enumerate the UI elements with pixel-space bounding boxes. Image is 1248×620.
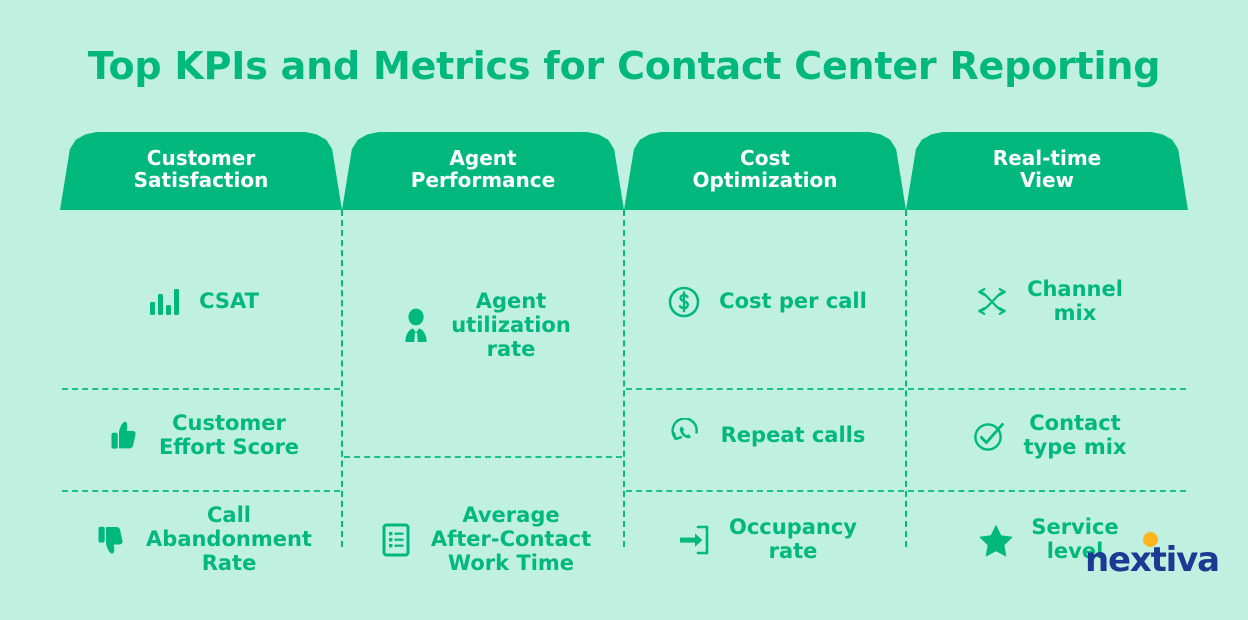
row-divider (626, 490, 904, 492)
thumbs-down-icon (90, 519, 132, 561)
row-divider (908, 490, 1186, 492)
kpi-item-call-abandonment-rate[interactable]: Call Abandonment Rate (60, 498, 342, 582)
kpi-item-label: Occupancy rate (729, 515, 857, 563)
kpi-column-customer-satisfaction: Customer Satisfaction CSAT (60, 132, 343, 575)
column-header-label: Customer Satisfaction (133, 145, 269, 192)
kpi-item-label: Cost per call (719, 289, 867, 314)
kpi-item-label: Channel mix (1027, 277, 1123, 325)
four-way-arrows-icon (971, 281, 1013, 323)
kpi-item-label: Customer Effort Score (158, 411, 300, 459)
column-body-cost-optimization: Cost per call Repeat calls (623, 210, 907, 563)
kpi-item-service-level[interactable]: Service level (906, 508, 1188, 572)
kpi-item-label: CSAT (199, 289, 259, 314)
kpi-columns: Customer Satisfaction CSAT (60, 132, 1188, 575)
column-body-agent-performance: Agent utilization rate (341, 210, 625, 575)
kpi-column-real-time-view: Real-time View Chan (905, 132, 1188, 563)
row-divider (62, 388, 340, 390)
column-divider-vertical (341, 210, 343, 547)
kpi-item-label: Call Abandonment Rate (146, 503, 312, 575)
row-divider (908, 388, 1186, 390)
column-header-real-time-view[interactable]: Real-time View (906, 132, 1188, 210)
kpi-item-label: Repeat calls (720, 423, 866, 448)
page-title: Top KPIs and Metrics for Contact Center … (87, 44, 1161, 88)
kpi-item-csat[interactable]: CSAT (60, 276, 342, 328)
column-header-label: Agent Performance (410, 145, 556, 192)
nextiva-logo[interactable]: nextiva (1085, 530, 1220, 580)
row-divider (626, 388, 904, 390)
document-list-icon (375, 519, 417, 561)
row-divider (344, 456, 622, 458)
kpi-item-occupancy-rate[interactable]: Occupancy rate (624, 508, 906, 572)
column-header-agent-performance[interactable]: Agent Performance (342, 132, 624, 210)
kpi-item-average-after-contact-work-time[interactable]: Average After-Contact Work Time (342, 498, 624, 582)
phone-repeat-icon (665, 415, 707, 457)
orange-dot-icon (1143, 532, 1158, 547)
star-icon (975, 519, 1017, 561)
column-header-cost-optimization[interactable]: Cost Optimization (624, 132, 906, 210)
bar-chart-icon (143, 281, 185, 323)
logo-wordmark: nextiva (1085, 540, 1220, 580)
row-divider (62, 490, 340, 492)
column-divider-vertical (623, 210, 625, 547)
kpi-item-label: Service level (1031, 515, 1119, 563)
kpi-item-repeat-calls[interactable]: Repeat calls (624, 410, 906, 462)
arrow-into-box-icon (673, 519, 715, 561)
kpi-item-label: Average After-Contact Work Time (430, 503, 592, 575)
kpi-item-cost-per-call[interactable]: Cost per call (624, 276, 906, 328)
kpi-item-contact-type-mix[interactable]: Contact type mix (906, 404, 1188, 468)
kpi-item-label: Agent utilization rate (451, 289, 571, 361)
dollar-circle-icon (663, 281, 705, 323)
agent-person-icon (395, 305, 437, 347)
column-body-real-time-view: Channel mix Contact type mix (905, 210, 1188, 563)
column-body-customer-satisfaction: CSAT Customer Effort Score (60, 210, 343, 575)
thumbs-up-icon (103, 415, 145, 457)
column-divider-vertical (905, 210, 907, 547)
column-header-customer-satisfaction[interactable]: Customer Satisfaction (60, 132, 342, 210)
kpi-item-agent-utilization-rate[interactable]: Agent utilization rate (342, 281, 624, 371)
kpi-item-channel-mix[interactable]: Channel mix (906, 270, 1188, 334)
column-header-label: Cost Optimization (692, 145, 838, 192)
kpi-item-customer-effort-score[interactable]: Customer Effort Score (60, 404, 342, 468)
kpi-column-cost-optimization: Cost Optimization Cost per call (623, 132, 907, 563)
kpi-item-label: Contact type mix (1023, 411, 1127, 459)
kpi-column-agent-performance: Agent Performance Agent utilization rate (341, 132, 625, 575)
check-circle-icon (968, 415, 1010, 457)
column-header-label: Real-time View (992, 145, 1102, 192)
